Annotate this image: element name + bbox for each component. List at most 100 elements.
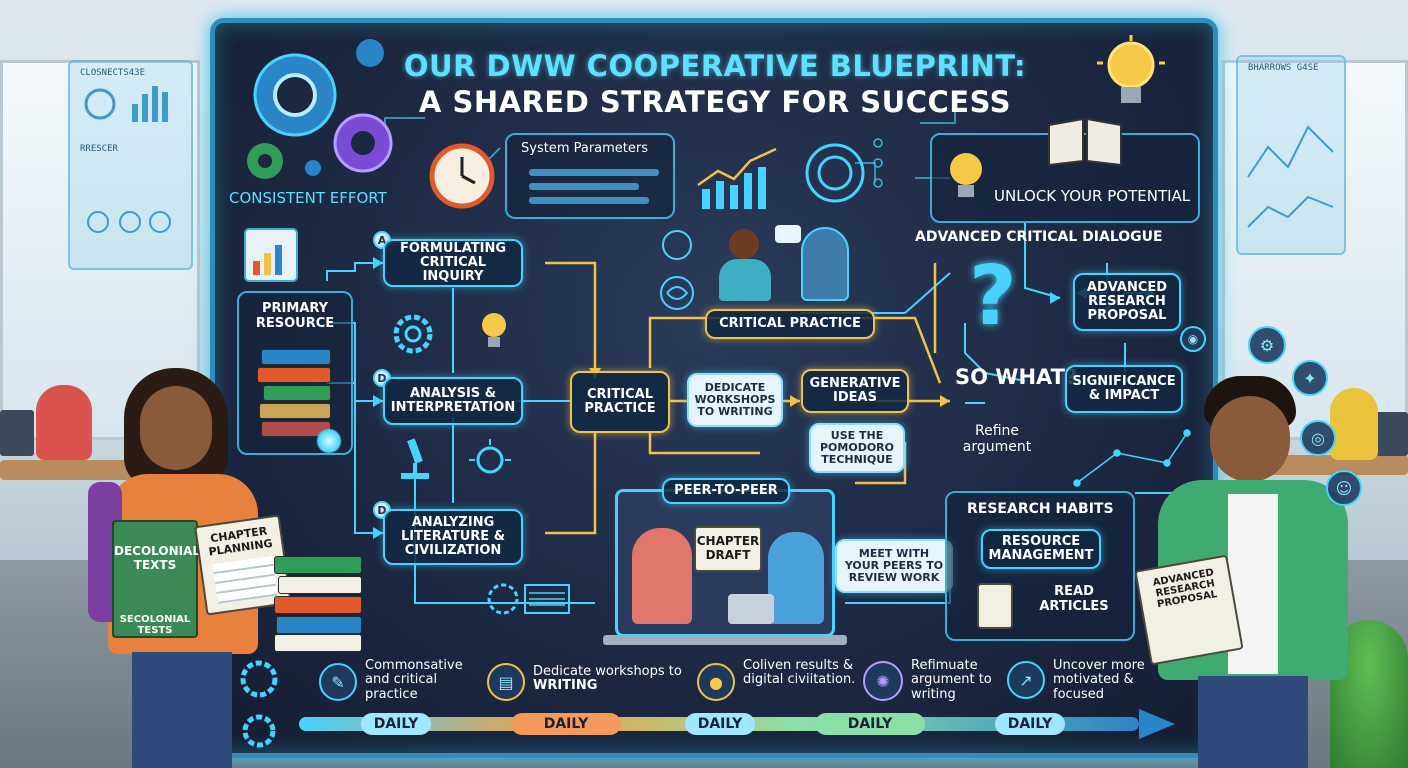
left-student-legs <box>132 652 232 768</box>
peer-person-2 <box>768 532 824 624</box>
lightbulb-large-icon <box>1097 35 1165 103</box>
critical-practice-center-node[interactable]: CRITICAL PRACTICE <box>570 371 670 433</box>
resource-management-node[interactable]: RESOURCE MANAGEMENT <box>981 529 1101 569</box>
microscope-icon <box>401 438 429 479</box>
head-profile-icon <box>662 230 692 260</box>
side-screen-left: CLOSNECTS43E RRESCER <box>68 60 193 270</box>
system-parameters-panel: System Parameters <box>505 133 675 219</box>
line-chart-icon <box>697 147 777 209</box>
unlock-potential-label: UNLOCK YOUR POTENTIAL <box>994 187 1191 205</box>
gear-small-icon <box>393 314 433 354</box>
decolonial-book-title: DECOLONIAL TEXTS <box>114 544 201 572</box>
side-screen-left-sub: RRESCER <box>80 144 118 154</box>
lightbulb-icon <box>950 153 982 197</box>
side-screen-left-title: CLOSNECTS43E <box>80 68 146 78</box>
book-stack-1 <box>261 349 331 365</box>
critical-practice-top-node[interactable]: CRITICAL PRACTICE <box>705 309 875 339</box>
chat-bubble-icon <box>775 225 801 243</box>
article-document-icon <box>977 583 1013 629</box>
daily-label-5: DAILY <box>995 713 1065 735</box>
so-what-label: SO WHAT? <box>955 365 1078 389</box>
bulb-bottom-icon: ● <box>697 663 735 701</box>
face-float-icon: ☺ <box>1326 470 1362 506</box>
left-student-face <box>140 386 212 470</box>
background-person-right <box>1330 388 1378 460</box>
gear-bottom-icon <box>240 660 278 748</box>
research-proposal-clipboard: ADVANCED RESEARCH PROPOSAL <box>1134 554 1244 666</box>
open-book-icon <box>1048 117 1122 167</box>
radar-icon <box>805 143 865 203</box>
page-title-line1: OUR DWW COOPERATIVE BLUEPRINT: <box>403 49 1027 83</box>
question-mark-icon: ? <box>969 249 1017 344</box>
checklist-icon <box>212 555 278 604</box>
right-student-face <box>1210 396 1290 482</box>
side-screen-right-title: BHARROWS G4SE <box>1248 63 1319 73</box>
chart-bottom-icon: ↗ <box>1007 661 1045 699</box>
brain-bottom-icon: ✺ <box>863 661 903 701</box>
idea-float-icon: ✦ <box>1292 360 1328 396</box>
primary-resource-label: PRIMARY RESOURCE <box>255 301 335 331</box>
significance-impact-node[interactable]: SIGNIFICANCE & IMPACT <box>1065 365 1183 413</box>
laptop-base <box>603 635 847 645</box>
gears-icon <box>247 39 393 179</box>
pile-book-4 <box>276 616 362 634</box>
background-monitor-left <box>0 410 34 456</box>
gear-float-icon: ⚙ <box>1248 326 1286 364</box>
read-articles-label: READ ARTICLES <box>1039 584 1109 614</box>
daily-label-1: DAILY <box>361 713 431 735</box>
parameter-bar-1 <box>529 169 659 176</box>
chapter-draft-card: CHAPTER DRAFT <box>694 526 762 572</box>
pile-book-2 <box>278 576 362 594</box>
discussion-illustration <box>715 219 855 309</box>
book-pile <box>274 556 364 652</box>
formulating-critical-inquiry-node[interactable]: FORMULATING CRITICAL INQUIRY <box>383 239 523 287</box>
pile-book-3 <box>274 596 362 614</box>
pointing-glow-icon <box>316 428 342 454</box>
book-stack-3 <box>263 385 331 401</box>
brain-circuit-icon <box>660 276 694 310</box>
pomodoro-technique-node[interactable]: USE THE POMODORO TECHNIQUE <box>809 423 905 473</box>
side-screen-right: BHARROWS G4SE <box>1236 55 1346 255</box>
advanced-research-proposal-node[interactable]: ADVANCED RESEARCH PROPOSAL <box>1073 273 1181 331</box>
chapter-planning-label: CHAPTER PLANNING <box>207 524 274 559</box>
pile-book-1 <box>274 556 362 574</box>
bottom-item-4: Refimuate argument to writing <box>911 658 992 702</box>
background-monitor-right <box>1376 412 1408 456</box>
student-body <box>719 259 771 301</box>
background-person-left <box>36 385 92 460</box>
analysis-interpretation-node[interactable]: ANALYSIS & INTERPRETATION <box>383 377 523 425</box>
orbit-float-icon: ◉ <box>1180 326 1206 352</box>
parameter-bar-2 <box>529 183 639 190</box>
consistent-effort-label: CONSISTENT EFFORT <box>229 189 387 207</box>
daily-label-4: DAILY <box>815 713 925 735</box>
decolonial-book-lower: SECOLONIAL TESTS <box>119 614 191 636</box>
dedicate-workshops-node[interactable]: DEDICATE WORKSHOPS TO WRITING <box>687 373 783 427</box>
settings-grid-icon <box>487 583 570 615</box>
peer-person-1 <box>632 528 692 624</box>
generative-ideas-node[interactable]: GENERATIVE IDEAS <box>801 369 909 413</box>
research-habits-title: RESEARCH HABITS <box>967 501 1114 517</box>
bottom-item-3: Coliven results & digital civiitation. <box>743 658 856 688</box>
primary-resource-panel: PRIMARY RESOURCE <box>237 291 353 455</box>
student-avatar <box>729 229 759 259</box>
daily-label-2: DAILY <box>511 713 621 735</box>
bar-chart-icon <box>244 228 298 282</box>
network-nodes-icon <box>1073 429 1191 487</box>
ai-head-avatar <box>801 227 849 301</box>
target-float-icon: ◎ <box>1300 420 1336 456</box>
background-window-left <box>0 60 200 440</box>
refine-argument-label: Refine argument <box>962 423 1032 456</box>
analyzing-literature-node[interactable]: ANALYZING LITERATURE & CIVILIZATION <box>383 509 523 565</box>
research-habits-panel: RESEARCH HABITS RESOURCE MANAGEMENT READ… <box>945 491 1135 641</box>
bottom-item-2: Dedicate workshops to WRITING <box>533 664 683 694</box>
pile-book-5 <box>274 634 362 652</box>
parameter-bar-3 <box>529 197 649 204</box>
peer-to-peer-label: PEER-TO-PEER <box>662 478 790 504</box>
meet-peers-node[interactable]: MEET WITH YOUR PEERS TO REVIEW WORK <box>835 539 953 593</box>
decolonial-book: DECOLONIAL TEXTS SECOLONIAL TESTS <box>112 520 201 638</box>
system-parameters-title: System Parameters <box>521 141 649 156</box>
peer-to-peer-laptop: PEER-TO-PEER CHAPTER DRAFT <box>615 478 835 637</box>
bottom-item-2-bold: WRITING <box>533 678 598 694</box>
page-title-line2: A SHARED STRATEGY FOR SUCCESS <box>418 85 1012 119</box>
research-proposal-label: ADVANCED RESEARCH PROPOSAL <box>1152 567 1219 611</box>
